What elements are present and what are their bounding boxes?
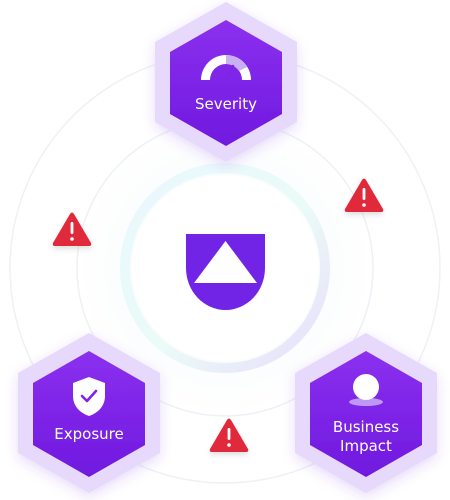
business-impact-hex bbox=[310, 351, 422, 477]
warning-icon bbox=[52, 212, 92, 246]
brand-logo-icon bbox=[186, 234, 265, 310]
warning-icon bbox=[344, 178, 384, 212]
exposure-label-text: Exposure bbox=[54, 425, 124, 443]
gauge-icon bbox=[201, 55, 251, 82]
business-impact-line2: Impact bbox=[340, 437, 392, 455]
severity-label: Severity bbox=[176, 95, 276, 114]
exposure-label: Exposure bbox=[39, 425, 139, 444]
business-impact-line1: Business bbox=[332, 418, 400, 436]
business-impact-node bbox=[295, 333, 437, 493]
warning-icon bbox=[209, 418, 249, 452]
globe-icon bbox=[349, 374, 383, 406]
severity-node bbox=[155, 2, 297, 162]
shield-check-icon bbox=[73, 377, 105, 416]
severity-hex bbox=[170, 20, 282, 146]
inner-ring bbox=[120, 163, 330, 373]
severity-label-text: Severity bbox=[195, 95, 257, 113]
business-impact-label: Business Impact bbox=[316, 418, 416, 456]
